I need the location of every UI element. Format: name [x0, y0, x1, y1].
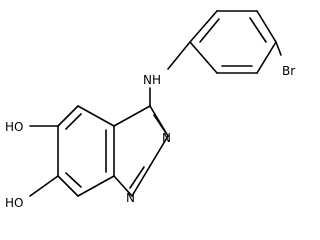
double-bond-inner [65, 172, 82, 188]
bond [149, 135, 169, 167]
c-br-bond [275, 41, 282, 56]
bond [113, 175, 133, 197]
bond [189, 41, 218, 74]
bond [256, 41, 277, 74]
bond [77, 105, 115, 127]
chemical-structure: Br NH N N HO HO [5, 10, 295, 210]
bond [189, 10, 218, 43]
bond [256, 10, 277, 43]
double-bond-inner [153, 114, 167, 134]
pyrimidine-ring [113, 105, 169, 197]
bond [77, 175, 115, 197]
bond [57, 175, 79, 197]
bond [113, 105, 151, 127]
ring-nitrogen-upper-label: N [162, 131, 171, 145]
ring-nh-bond [167, 41, 191, 70]
double-bond-inner [129, 166, 145, 189]
ring-nitrogen-lower-label: N [126, 191, 135, 205]
amine-nh-label: NH [143, 73, 161, 87]
double-bond-inner [65, 113, 82, 130]
hydroxyl-lower-label: HO [5, 196, 23, 210]
bromophenyl-ring [189, 10, 277, 74]
benzo-ring [57, 105, 115, 197]
bond [131, 165, 151, 197]
double-bond-inner [249, 17, 267, 43]
bromine-label: Br [282, 64, 295, 78]
hydroxyl-upper-label: HO [5, 120, 23, 134]
c7-oh-bond [29, 175, 59, 197]
bond [57, 105, 79, 127]
double-bond-inner [199, 18, 220, 43]
